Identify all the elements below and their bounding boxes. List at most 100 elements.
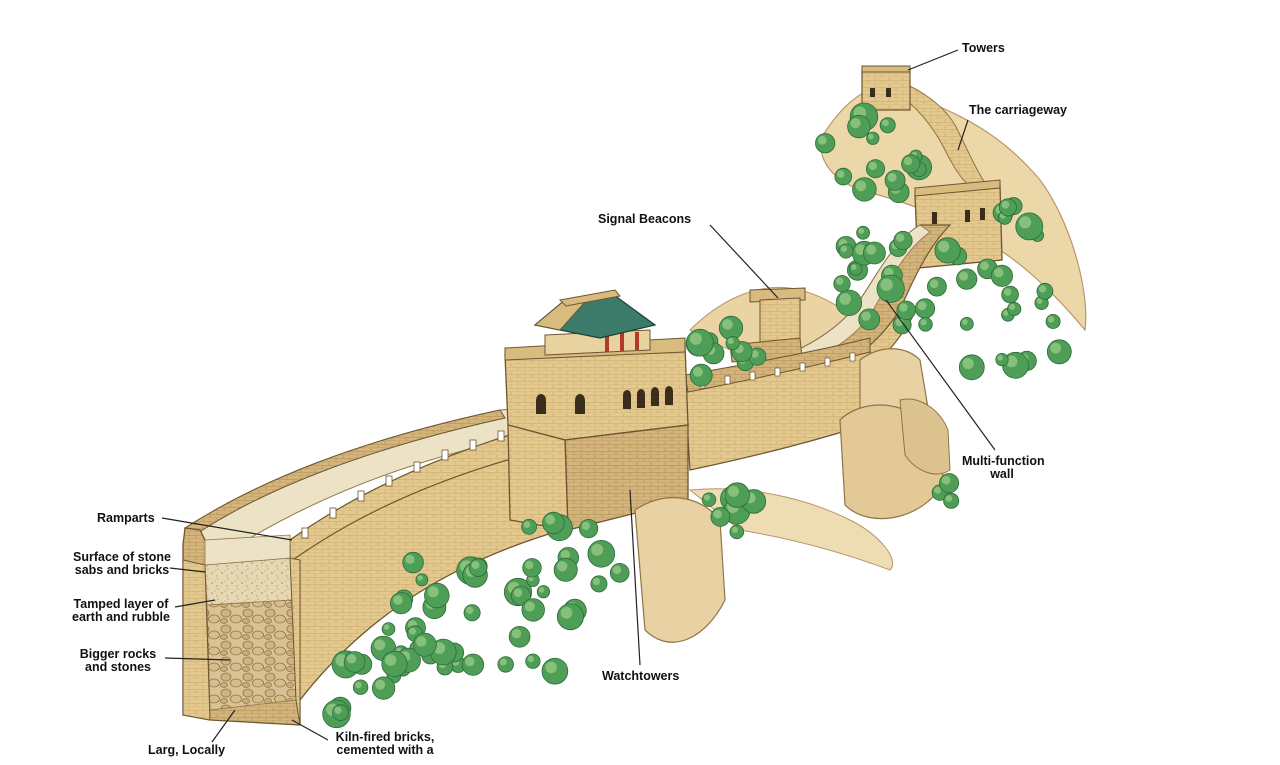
label-bigger-line2: and stones (72, 661, 164, 674)
shrub-highlight (512, 629, 521, 638)
shrub-highlight (347, 654, 356, 663)
shrub-highlight (934, 487, 941, 494)
shrub-highlight (557, 561, 567, 571)
shrub-highlight (722, 319, 733, 330)
shrub-highlight (942, 476, 951, 485)
shrub-highlight (1039, 285, 1046, 292)
shrub-highlight (466, 607, 473, 614)
shrub-highlight (732, 527, 738, 533)
label-tamped-line2: earth and rubble (68, 611, 174, 624)
shrub-highlight (959, 272, 968, 281)
shrub-highlight (1050, 343, 1061, 354)
shrub-highlight (963, 358, 974, 369)
shrub-highlight (355, 682, 362, 689)
shrub-highlight (525, 601, 535, 611)
shrub-highlight (409, 628, 416, 635)
shrub-highlight (693, 367, 703, 377)
shrub-highlight (861, 312, 870, 321)
shrub-highlight (514, 588, 523, 597)
shrub-highlight (405, 555, 414, 564)
shrub-highlight (1001, 201, 1009, 209)
shrub-highlight (591, 544, 603, 556)
label-towers: Towers (962, 42, 1005, 55)
shrub-highlight (868, 134, 874, 140)
watchtower (505, 290, 688, 530)
shrub-highlight (728, 338, 734, 344)
shrub-highlight (946, 495, 953, 502)
shrub-highlight (994, 268, 1004, 278)
label-carriageway: The carriageway (969, 104, 1067, 117)
shrub-highlight (899, 303, 907, 311)
shrub-highlight (837, 170, 845, 178)
shrub-highlight (851, 264, 857, 270)
label-surface: Surface of stone sabs and bricks (70, 551, 174, 577)
shrub-highlight (930, 280, 939, 289)
shrub-highlight (856, 181, 867, 192)
shrub-highlight (839, 293, 851, 305)
label-large: Larg, Locally (148, 744, 225, 757)
shrub-highlight (593, 578, 600, 585)
shrub-highlight (880, 279, 892, 291)
shrub-highlight (980, 261, 989, 270)
shrub-highlight (962, 319, 968, 325)
label-kiln-line2: cemented with a (322, 744, 448, 757)
leader-signal-beacons (710, 225, 778, 298)
label-signal-beacons: Signal Beacons (598, 213, 691, 226)
shrub-highlight (561, 607, 573, 619)
shrub-highlight (416, 636, 426, 646)
shrub-highlight (896, 234, 904, 242)
shrub-highlight (704, 495, 710, 501)
shrub-highlight (393, 595, 403, 605)
shrub-highlight (384, 624, 390, 630)
label-ramparts: Ramparts (97, 512, 155, 525)
shrub-highlight (1048, 316, 1054, 322)
label-surface-line2: sabs and bricks (70, 564, 174, 577)
shrub-highlight (920, 319, 926, 325)
shrub-highlight (385, 654, 396, 665)
shrub-highlight (728, 486, 739, 497)
label-bigger: Bigger rocks and stones (72, 648, 164, 674)
shrub-highlight (938, 241, 949, 252)
shrub-highlight (690, 333, 702, 345)
label-multi-function-line2: wall (962, 468, 1042, 481)
shrub-highlight (545, 515, 555, 525)
shrub-highlight (545, 662, 557, 674)
shrub-highlight (918, 301, 927, 310)
shrub-highlight (428, 586, 439, 597)
wall-cross-section (183, 528, 300, 725)
shrub-highlight (1004, 288, 1012, 296)
shrub-highlight (582, 522, 590, 530)
shrub-highlight (417, 575, 422, 580)
shrub-highlight (836, 278, 843, 285)
shrub-highlight (713, 510, 722, 519)
label-tamped: Tamped layer of earth and rubble (68, 598, 174, 624)
shrub-highlight (888, 173, 897, 182)
shrub-highlight (841, 246, 847, 252)
shrub-highlight (858, 228, 864, 234)
shrub-highlight (472, 561, 480, 569)
shrub-highlight (528, 656, 534, 662)
shrub-highlight (904, 157, 912, 165)
shrub-highlight (850, 118, 860, 128)
shrub-highlight (334, 707, 341, 714)
shrub-highlight (882, 120, 889, 127)
shrub-highlight (818, 136, 827, 145)
shrub-highlight (539, 587, 545, 593)
label-multi-function-wall: Multi-function wall (962, 455, 1042, 481)
shrub-highlight (465, 657, 475, 667)
shrub-highlight (869, 162, 877, 170)
leader-towers (908, 50, 958, 70)
shrub-highlight (1009, 304, 1015, 310)
shrub-highlight (613, 566, 621, 574)
shrub-highlight (374, 639, 385, 650)
label-kiln: Kiln-fired bricks, cemented with a (322, 731, 448, 757)
shrub-highlight (375, 680, 385, 690)
shrub-highlight (866, 245, 876, 255)
shrub-highlight (997, 355, 1003, 361)
label-watchtowers: Watchtowers (602, 670, 679, 683)
shrub-highlight (1019, 216, 1031, 228)
shrub-highlight (525, 561, 533, 569)
shrub-highlight (524, 521, 531, 528)
